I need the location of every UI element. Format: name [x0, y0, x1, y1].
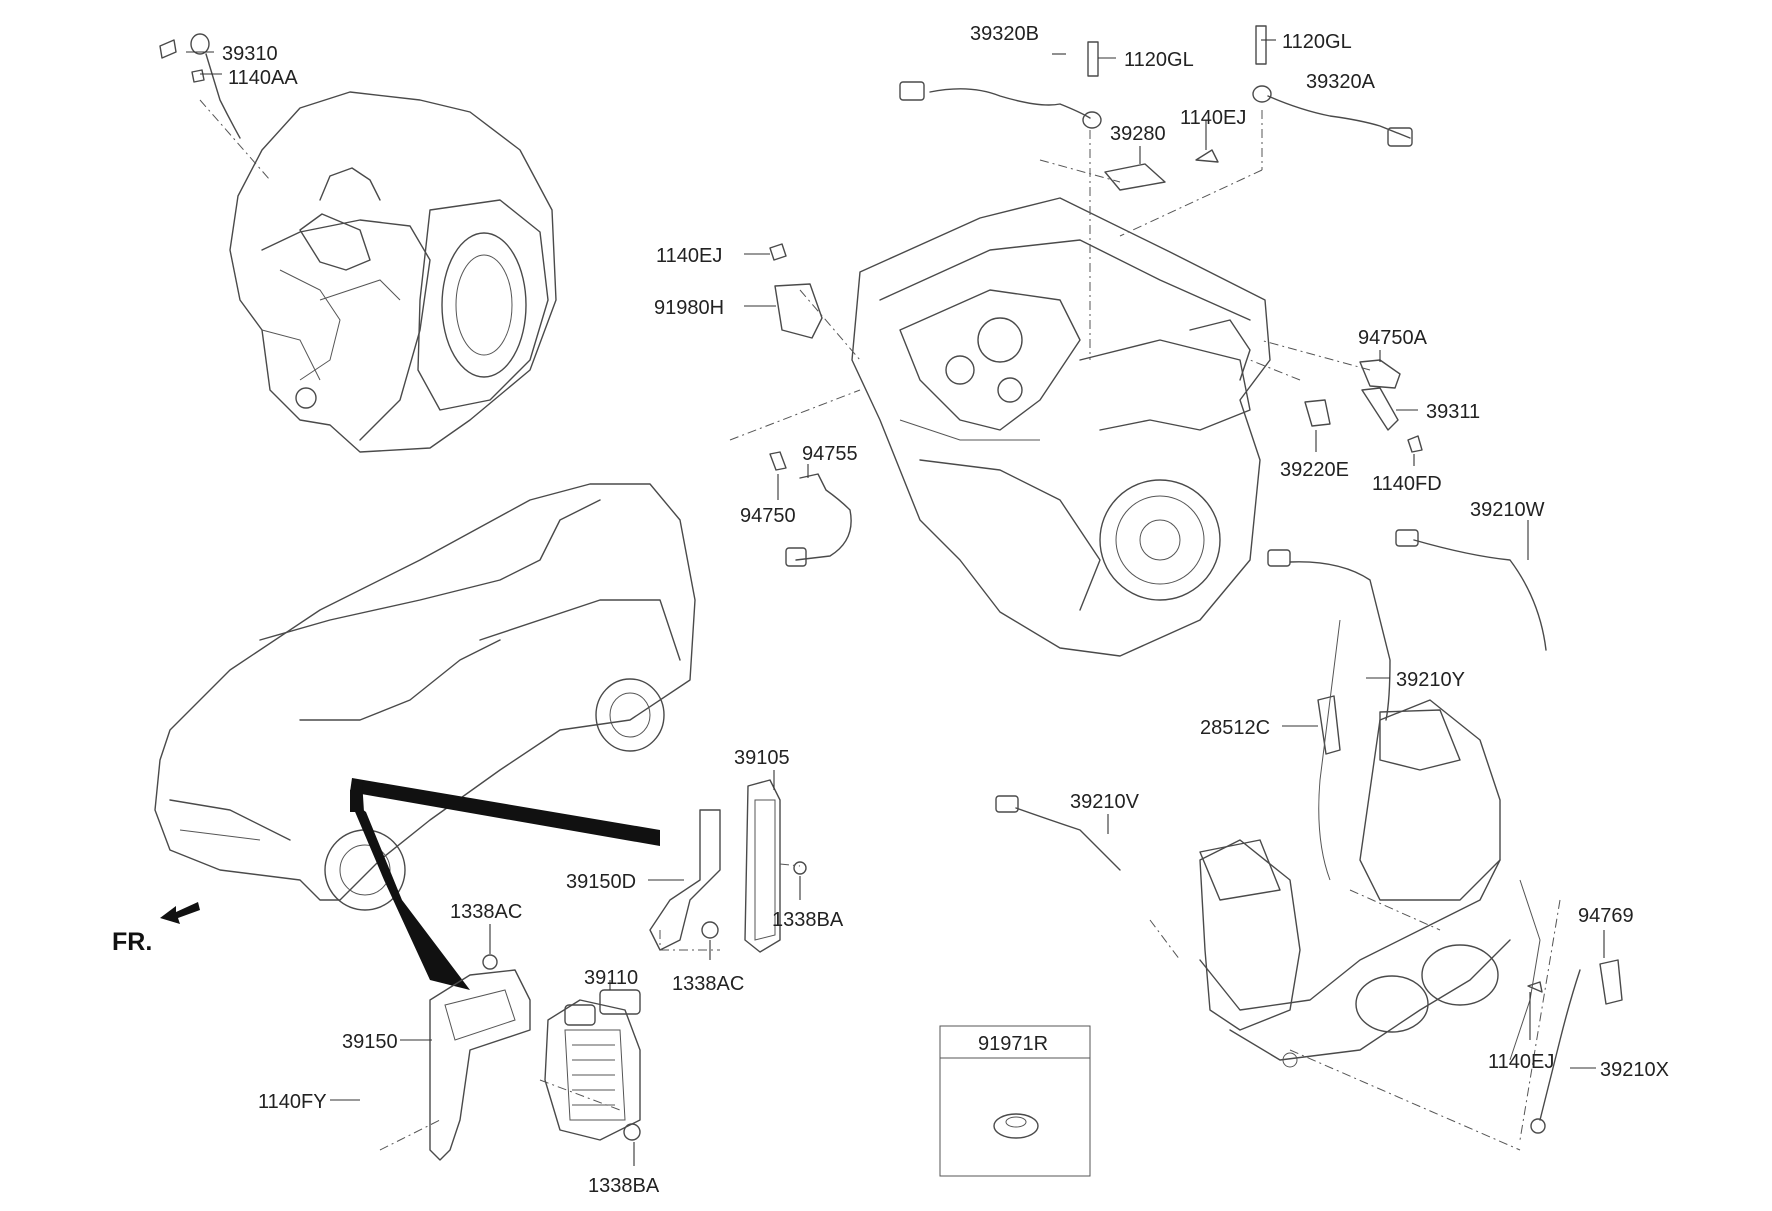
label-39105: 39105: [734, 747, 790, 769]
arrow-to-ecu-lower: [350, 800, 470, 990]
label-1140ej-left: 1140EJ: [656, 245, 722, 267]
label-1140ej-right: 1140EJ: [1488, 1051, 1554, 1073]
knock-sensor-39320b: [899, 41, 1102, 129]
grommet-box-91971r: [939, 1025, 1091, 1177]
part-labels: 39310 1140AA 39320B 1120GL 1120GL 39320A…: [222, 23, 1669, 1197]
label-94755: 94755: [802, 443, 858, 465]
ecu-assembly: [429, 954, 641, 1161]
o2-sensors: [995, 529, 1581, 1134]
front-arrow-icon: [160, 902, 200, 924]
arrow-to-ecu-upper: [350, 778, 660, 846]
label-1120gl-b: 1120GL: [1282, 31, 1352, 53]
bracket-39150d: [649, 779, 807, 953]
exhaust-drawing: [1199, 699, 1541, 1068]
ecu-location-marker: [350, 780, 364, 812]
reference-lines: [199, 99, 1561, 1151]
leader-lines: [186, 39, 1605, 1166]
label-1140ej-top: 1140EJ: [1180, 107, 1246, 129]
label-39320b: 39320B: [970, 23, 1039, 45]
label-39110: 39110: [584, 967, 638, 989]
grommet-icon: [993, 1113, 1039, 1139]
label-1140aa: 1140AA: [228, 67, 298, 89]
label-94769: 94769: [1578, 905, 1634, 927]
label-1338ac-left: 1338AC: [450, 901, 522, 923]
label-39210x: 39210X: [1600, 1059, 1669, 1081]
label-94750: 94750: [740, 505, 796, 527]
knock-sensor-39320a: [1252, 25, 1413, 147]
vehicle-drawing: [154, 483, 696, 990]
label-1140fd: 1140FD: [1372, 473, 1442, 495]
front-indicator: FR.: [112, 902, 200, 956]
label-39320a: 39320A: [1306, 71, 1376, 93]
label-39150d: 39150D: [566, 871, 636, 893]
label-1120gl-a: 1120GL: [1124, 49, 1194, 71]
label-39310: 39310: [222, 43, 278, 65]
small-parts: [159, 33, 1623, 1005]
label-39311: 39311: [1426, 401, 1480, 423]
label-39210y: 39210Y: [1396, 669, 1465, 691]
label-1338ac-mid: 1338AC: [672, 973, 744, 995]
label-39210w: 39210W: [1470, 499, 1545, 521]
label-39150: 39150: [342, 1031, 398, 1053]
label-1140fy: 1140FY: [258, 1091, 327, 1113]
transaxle-drawing: [229, 91, 557, 453]
label-39280: 39280: [1110, 123, 1166, 145]
engine-drawing: [851, 197, 1271, 657]
label-91980h: 91980H: [654, 297, 724, 319]
label-39210v: 39210V: [1070, 791, 1140, 813]
grommet-frame: [939, 1025, 1091, 1177]
label-91971r: 91971R: [978, 1033, 1048, 1055]
label-39220e: 39220E: [1280, 459, 1349, 481]
front-label: FR.: [112, 928, 152, 956]
label-94750a: 94750A: [1358, 327, 1428, 349]
label-1338ba-mid: 1338BA: [772, 909, 844, 931]
label-1338ba-bottom: 1338BA: [588, 1175, 660, 1197]
label-28512c: 28512C: [1200, 717, 1270, 739]
